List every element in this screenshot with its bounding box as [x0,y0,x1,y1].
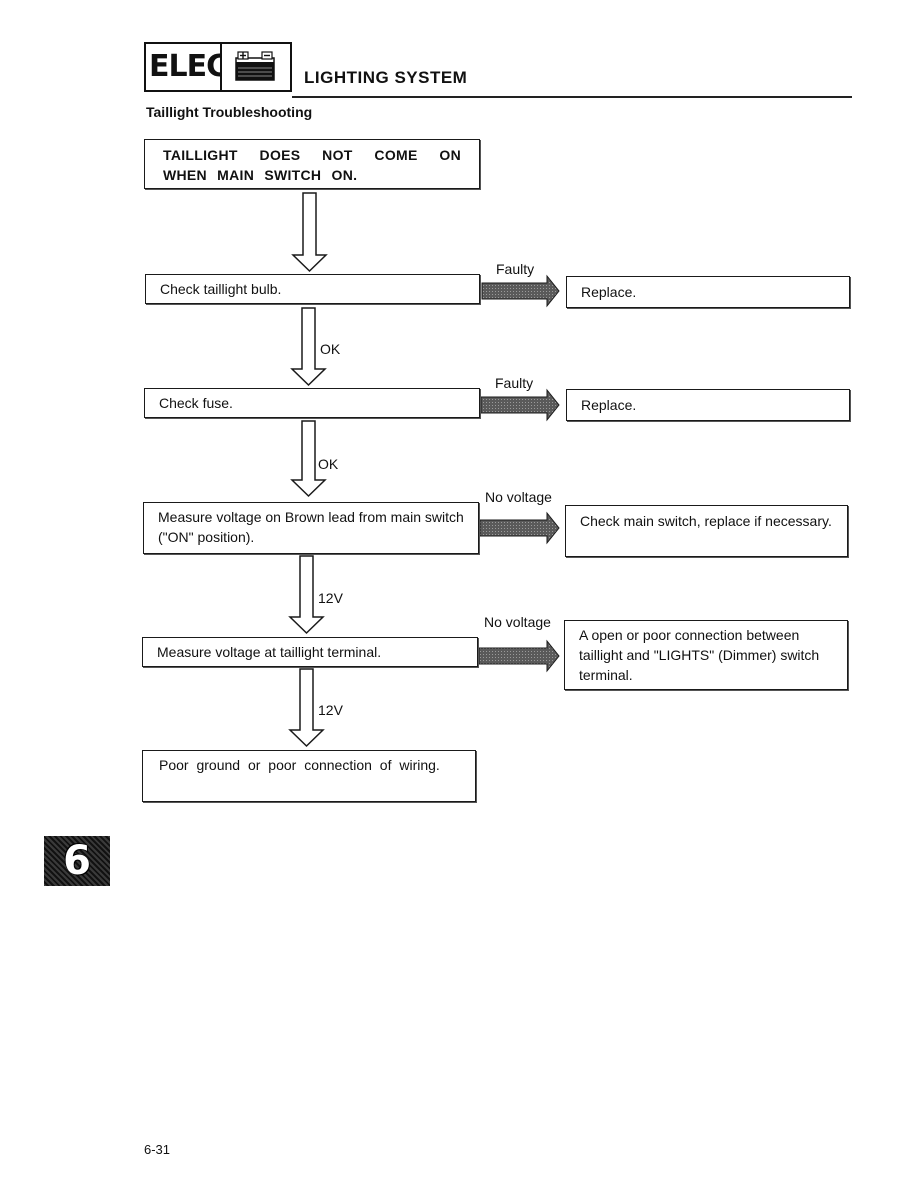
chapter-tab: 6 [44,836,110,886]
step2-fail-text: Replace. [581,397,637,413]
step3-fail-text: Check main switch, replace if necessary. [580,513,832,529]
step2-fail-box: Replace. [566,389,850,421]
right-arrow-2 [480,388,560,422]
pass-label-3: 12V [318,590,343,606]
battery-icon [235,51,275,81]
step1-fail-label: Faulty [496,261,535,277]
step2-fail-label: Faulty [495,375,534,391]
page-number: 6-31 [144,1142,171,1157]
flow-start-text: TAILLIGHT DOES NOT COME ON WHEN MAIN SWI… [163,147,461,183]
step3-box: Measure voltage on Brown lead from main … [143,502,479,554]
flow-end-text: Poor ground or poor connection of wiring… [159,757,440,773]
section-code-box: ELEC [144,42,228,92]
header-rule [292,96,852,98]
down-arrow-4 [288,555,325,635]
pass-label-4: 12V [318,702,343,718]
step1-text: Check taillight bulb. [160,281,282,297]
step3-text: Measure voltage on Brown lead from main … [158,509,464,545]
battery-icon-box [220,42,292,92]
step3-fail-box: Check main switch, replace if necessary. [565,505,848,557]
step4-box: Measure voltage at taillight terminal. [142,637,478,667]
step1-box: Check taillight bulb. [145,274,480,304]
right-arrow-4 [478,639,560,673]
step4-fail-label: No voltage [484,614,551,630]
right-arrow-3 [479,511,560,545]
step4-fail-box: A open or poor connection between tailli… [564,620,848,690]
flow-start-box: TAILLIGHT DOES NOT COME ON WHEN MAIN SWI… [144,139,480,189]
pass-label-1: OK [320,341,341,357]
section-code: ELEC [149,49,228,84]
section-title: LIGHTING SYSTEM [304,68,468,87]
step1-fail-box: Replace. [566,276,850,308]
step2-text: Check fuse. [159,395,233,411]
chapter-tab-number: 6 [63,838,91,884]
pass-label-2: OK [318,456,339,472]
down-arrow-5 [288,668,325,748]
step3-fail-label: No voltage [485,489,552,505]
right-arrow-1 [481,274,560,308]
down-arrow-2 [290,307,327,387]
down-arrow-3 [290,420,327,498]
step4-fail-text: A open or poor connection between tailli… [579,627,820,683]
step4-text: Measure voltage at taillight terminal. [157,644,382,660]
down-arrow-1 [291,192,328,273]
page-subtitle: Taillight Troubleshooting [146,104,313,120]
step1-fail-text: Replace. [581,284,637,300]
flow-end-box: Poor ground or poor connection of wiring… [142,750,476,802]
step2-box: Check fuse. [144,388,480,418]
